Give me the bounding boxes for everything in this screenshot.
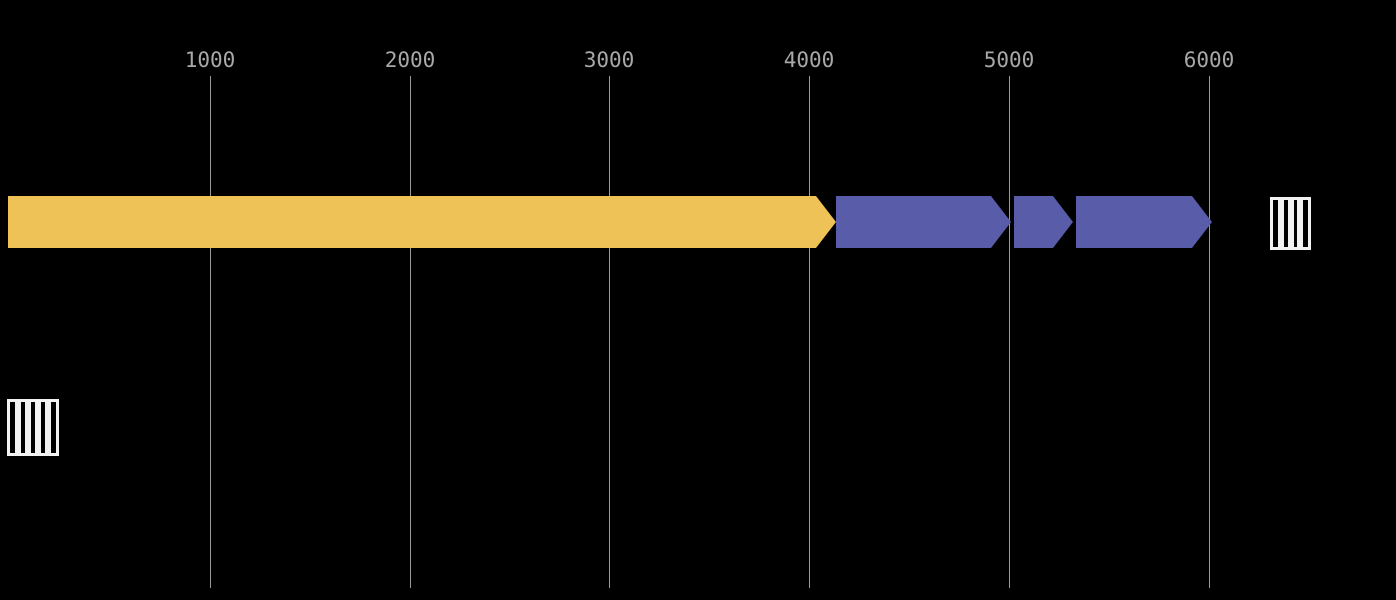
stripe bbox=[1287, 200, 1294, 247]
gridline-3000 bbox=[609, 76, 610, 588]
striped-box-marker-right[interactable] bbox=[1270, 197, 1311, 250]
stripe bbox=[1278, 200, 1284, 247]
stripe bbox=[25, 402, 31, 453]
feature-arrow-shape bbox=[1014, 196, 1073, 248]
tick-label-2000: 2000 bbox=[384, 48, 436, 72]
feature-arrow-feature-4[interactable] bbox=[1076, 196, 1212, 248]
gridline-4000 bbox=[809, 76, 810, 588]
stripe bbox=[45, 402, 51, 453]
gridline-1000 bbox=[210, 76, 211, 588]
stripe bbox=[35, 402, 41, 453]
feature-arrow-polygon bbox=[1076, 196, 1212, 248]
tick-label-6000: 6000 bbox=[1183, 48, 1235, 72]
stripe bbox=[1297, 200, 1303, 247]
stripe-group bbox=[10, 402, 56, 453]
gridline-5000 bbox=[1009, 76, 1010, 588]
gridline-2000 bbox=[410, 76, 411, 588]
tick-label-4000: 4000 bbox=[783, 48, 835, 72]
feature-arrow-feature-1[interactable] bbox=[8, 196, 836, 248]
feature-arrow-polygon bbox=[836, 196, 1011, 248]
feature-arrow-shape bbox=[1076, 196, 1212, 248]
feature-arrow-feature-2[interactable] bbox=[836, 196, 1011, 248]
feature-arrow-polygon bbox=[8, 196, 836, 248]
feature-arrow-shape bbox=[8, 196, 836, 248]
tick-label-5000: 5000 bbox=[983, 48, 1035, 72]
tick-label-1000: 1000 bbox=[184, 48, 236, 72]
gridline-6000 bbox=[1209, 76, 1210, 588]
feature-arrow-shape bbox=[836, 196, 1011, 248]
striped-box-marker-left[interactable] bbox=[7, 399, 59, 456]
tick-label-3000: 3000 bbox=[583, 48, 635, 72]
stripe bbox=[15, 402, 21, 453]
feature-arrow-feature-3[interactable] bbox=[1014, 196, 1073, 248]
stripe-group bbox=[1273, 200, 1308, 247]
feature-arrow-polygon bbox=[1014, 196, 1073, 248]
